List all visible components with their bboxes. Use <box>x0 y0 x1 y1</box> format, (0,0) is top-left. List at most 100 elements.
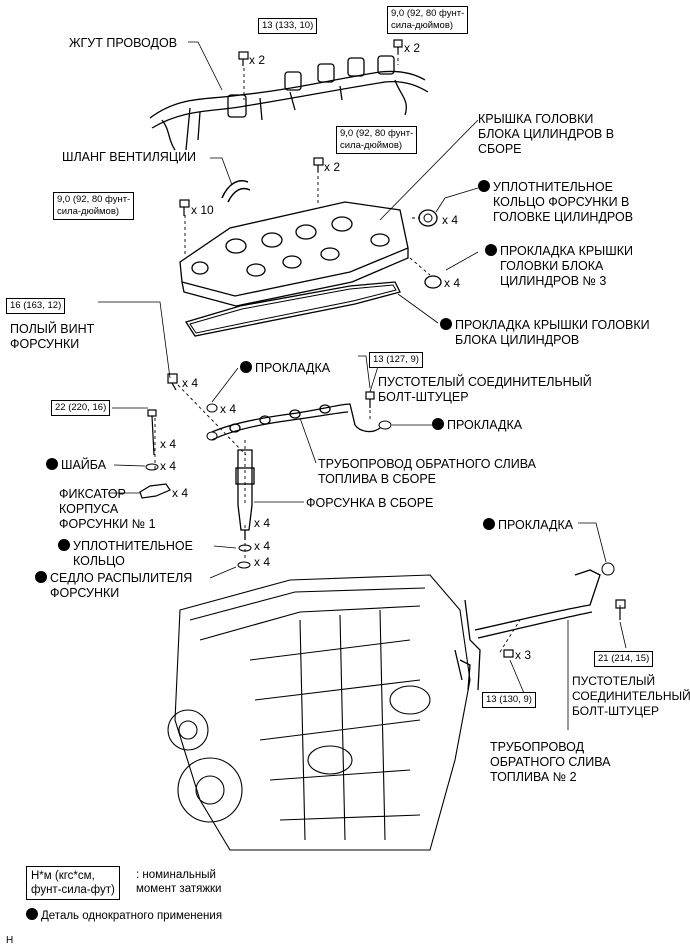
return-pipe-drawing <box>211 403 381 441</box>
label-union-bolt-line2: БОЛТ-ШТУЦЕР <box>378 390 469 404</box>
torque-value-line2: сила-дюймов) <box>340 140 403 151</box>
head-cover-drawing <box>179 201 409 307</box>
label-union-bolt: ПУСТОТЕЛЫЙ СОЕДИНИТЕЛЬНЫЙ БОЛТ-ШТУЦЕР <box>378 375 592 405</box>
single-use-dot <box>440 318 452 330</box>
label-seal-ring-line1: УПЛОТНИТЕЛЬНОЕ <box>493 180 613 194</box>
qty-gasket-a: x 4 <box>220 402 237 416</box>
label-return-pipe-line2: ТОПЛИВА В СБОРЕ <box>318 472 436 486</box>
qty-washer: x 4 <box>160 459 177 473</box>
label-return-pipe-2-line3: ТОПЛИВА № 2 <box>490 770 577 784</box>
label-nozzle-seat: СЕДЛО РАСПЫЛИТЕЛЯ ФОРСУНКИ <box>35 571 192 601</box>
legend-unit-desc-line2: момент затяжки <box>136 883 222 895</box>
label-cover-gasket-line1: ПРОКЛАДКА КРЫШКИ ГОЛОВКИ <box>455 318 650 332</box>
label-union-bolt-2-line1: ПУСТОТЕЛЫЙ <box>572 674 656 688</box>
torque-value-line2: сила-дюймов) <box>391 20 454 31</box>
qty-cover-left: x 10 <box>191 203 214 217</box>
label-nozzle-seat-line2: ФОРСУНКИ <box>50 586 120 600</box>
clamp-drawing <box>139 483 171 499</box>
torque-box-pipe2-bolt: 13 (130, 9) <box>482 692 536 708</box>
torque-value: 13 (127, 9) <box>373 354 419 365</box>
legend-unit-desc-line1: : номинальный <box>136 869 216 881</box>
single-use-dot <box>58 539 70 551</box>
qty-o-ring: x 4 <box>254 539 271 553</box>
label-return-pipe-2-line1: ТРУБОПРОВОД <box>490 740 585 754</box>
label-return-pipe-line1: ТРУБОПРОВОД ОБРАТНОГО СЛИВА <box>318 457 536 471</box>
label-vent-hose: ШЛАНГ ВЕНТИЛЯЦИИ <box>62 150 197 164</box>
wire-harness-drawing <box>149 55 429 151</box>
torque-value: 16 (163, 12) <box>10 300 62 311</box>
single-use-dot <box>485 244 497 256</box>
label-union-bolt-2-line3: БОЛТ-ШТУЦЕР <box>572 704 659 718</box>
legend-single-use-text: Деталь однократного применения <box>41 910 223 922</box>
torque-box-clamp-bolt: 22 (220, 16) <box>51 400 111 416</box>
label-union-bolt-line1: ПУСТОТЕЛЫЙ СОЕДИНИТЕЛЬНЫЙ <box>378 375 592 389</box>
qty-bolt-pipe2: x 3 <box>515 648 532 662</box>
label-o-ring-line1: УПЛОТНИТЕЛЬНОЕ <box>73 539 193 553</box>
torque-value-line1: 9,0 (92, 80 фунт- <box>57 194 131 205</box>
label-seal-ring-line2: КОЛЬЦО ФОРСУНКИ В <box>493 195 630 209</box>
label-seal-ring-line3: ГОЛОВКЕ ЦИЛИНДРОВ <box>493 210 634 224</box>
torque-value-line2: сила-дюймов) <box>57 206 120 217</box>
engine-drawing <box>167 574 471 851</box>
qty-clamp: x 4 <box>172 486 189 500</box>
torque-box-harness-left: 13 (133, 10) <box>258 18 318 34</box>
single-use-dot <box>483 518 495 530</box>
torque-value: 22 (220, 16) <box>55 402 107 413</box>
label-gasket-no3: ПРОКЛАДКА КРЫШКИ ГОЛОВКИ БЛОКА ЦИЛИНДРОВ… <box>485 244 633 289</box>
label-gasket-b: ПРОКЛАДКА <box>432 418 522 433</box>
torque-value: 13 (130, 9) <box>486 694 532 705</box>
qty-gasket-no3: x 4 <box>444 276 461 290</box>
label-hollow-screw-line1: ПОЛЫЙ ВИНТ <box>10 322 95 336</box>
label-gasket-a: ПРОКЛАДКА <box>240 361 330 376</box>
label-gasket-no3-line3: ЦИЛИНДРОВ № 3 <box>500 274 607 288</box>
label-gasket-no3-line1: ПРОКЛАДКА КРЫШКИ <box>500 244 633 258</box>
label-return-pipe: ТРУБОПРОВОД ОБРАТНОГО СЛИВА ТОПЛИВА В СБ… <box>318 457 536 487</box>
label-o-ring-line2: КОЛЬЦО <box>73 554 125 568</box>
torque-value: 21 (214, 15) <box>598 653 650 664</box>
vent-hose-drawing <box>221 180 251 203</box>
injector-drawing <box>235 449 255 540</box>
cover-gasket-drawing <box>184 281 401 337</box>
label-gasket-b-text: ПРОКЛАДКА <box>447 418 523 432</box>
single-use-dot <box>46 458 58 470</box>
label-washer: ШАЙБА <box>46 458 106 473</box>
label-head-cover-line3: СБОРЕ <box>478 142 522 156</box>
legend-unit-line2: фунт-сила-фут) <box>31 884 115 896</box>
torque-value-line1: 9,0 (92, 80 фунт- <box>391 8 465 19</box>
label-o-ring: УПЛОТНИТЕЛЬНОЕ КОЛЬЦО <box>58 539 193 569</box>
torque-box-cover-top: 9,0 (92, 80 фунт- сила-дюймов) <box>336 126 418 154</box>
legend-unit-line1: Н*м (кгс*см, <box>31 870 95 882</box>
single-use-dot <box>478 180 490 192</box>
return-pipe-2-drawing <box>454 569 601 691</box>
label-wire-harness: ЖГУТ ПРОВОДОВ <box>69 36 178 50</box>
label-hollow-screw: ПОЛЫЙ ВИНТ ФОРСУНКИ <box>10 322 94 352</box>
label-head-cover: КРЫШКА ГОЛОВКИ БЛОКА ЦИЛИНДРОВ В СБОРЕ <box>478 112 614 157</box>
legend-single-use: Деталь однократного применения <box>26 908 222 923</box>
legend-unit-box: Н*м (кгс*см, фунт-сила-фут) <box>26 866 120 900</box>
label-hollow-screw-line2: ФОРСУНКИ <box>10 337 80 351</box>
qty-seal-ring: x 4 <box>442 213 459 227</box>
label-clamp-line3: ФОРСУНКИ № 1 <box>59 517 156 531</box>
label-head-cover-line2: БЛОКА ЦИЛИНДРОВ В <box>478 127 615 141</box>
torque-value: 13 (133, 10) <box>262 20 314 31</box>
label-gasket-no3-line2: ГОЛОВКИ БЛОКА <box>500 259 604 273</box>
legend-unit-desc: : номинальный момент затяжки <box>136 868 221 896</box>
label-gasket-c-text: ПРОКЛАДКА <box>498 518 574 532</box>
label-gasket-c: ПРОКЛАДКА <box>483 518 573 533</box>
qty-harness-left: x 2 <box>249 53 266 67</box>
torque-box-union-bolt-2: 21 (214, 15) <box>594 651 654 667</box>
torque-box-union-bolt: 13 (127, 9) <box>369 352 423 368</box>
label-cover-gasket: ПРОКЛАДКА КРЫШКИ ГОЛОВКИ БЛОКА ЦИЛИНДРОВ <box>440 318 650 348</box>
qty-cover-top: x 2 <box>324 160 341 174</box>
single-use-dot <box>432 418 444 430</box>
label-union-bolt-2-line2: СОЕДИНИТЕЛЬНЫЙ <box>572 689 690 703</box>
torque-box-cover-left: 9,0 (92, 80 фунт- сила-дюймов) <box>53 192 135 220</box>
label-clamp-line2: КОРПУСА <box>59 502 119 516</box>
torque-value-line1: 9,0 (92, 80 фунт- <box>340 128 414 139</box>
qty-clamp-bolt: x 4 <box>160 437 177 451</box>
single-use-dot <box>240 361 252 373</box>
label-cover-gasket-line2: БЛОКА ЦИЛИНДРОВ <box>455 333 580 347</box>
torque-box-harness-right: 9,0 (92, 80 фунт- сила-дюймов) <box>387 6 469 34</box>
label-seal-ring: УПЛОТНИТЕЛЬНОЕ КОЛЬЦО ФОРСУНКИ В ГОЛОВКЕ… <box>478 180 633 225</box>
